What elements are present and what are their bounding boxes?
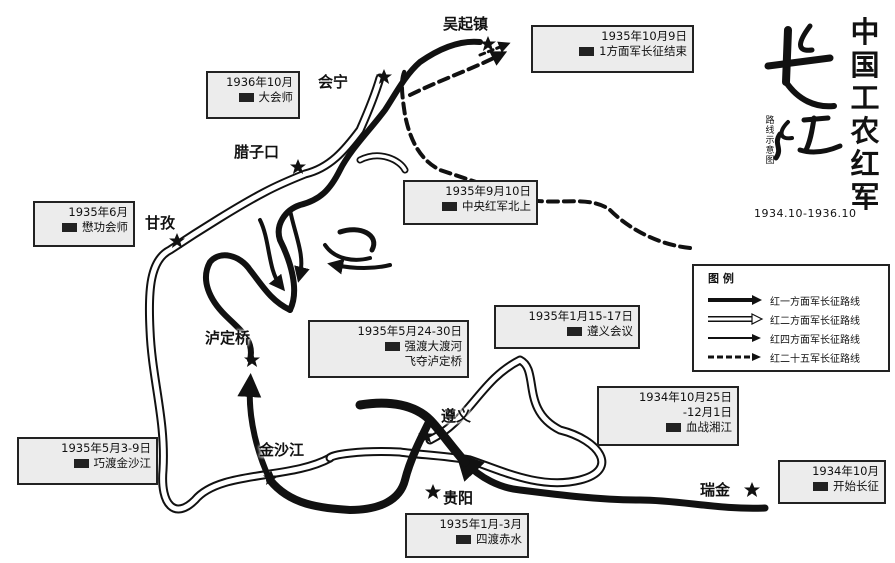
star-luding: [244, 352, 260, 367]
place-ganzi: 甘孜: [145, 214, 176, 232]
event-date: 1935年1月-3月: [439, 517, 522, 531]
star-ruijin: [744, 482, 760, 497]
event-text: 开始长征: [833, 479, 879, 493]
subtitle-char: 示: [765, 136, 775, 146]
map-title: 中 国 工 农 红 军: [842, 16, 888, 214]
legend-label: 红一方面军长征路线: [770, 297, 860, 308]
event-date: 1935年9月10日: [445, 184, 531, 198]
calligraphy-changzheng-logo: [764, 23, 843, 161]
title-char: 军: [850, 180, 880, 214]
event-box-ruijin: 1934年10月 开始长征: [778, 460, 886, 504]
legend-label: 红二十五军长征路线: [770, 354, 860, 365]
place-lazikou: 腊子口: [234, 143, 280, 161]
legend-label: 红二方面军长征路线: [770, 316, 860, 327]
star-ganzi: [169, 233, 185, 248]
event-text-2: 飞夺泸定桥: [404, 354, 463, 368]
subtitle-char: 线: [765, 126, 775, 136]
subtitle-char: 路: [765, 116, 775, 126]
legend-item-25th-army: 红二十五军长征路线: [706, 349, 886, 365]
star-huining: [376, 69, 392, 84]
event-date: 1936年10月: [226, 75, 293, 89]
route-25th-army: [400, 51, 692, 250]
event-date: 1935年6月: [68, 205, 128, 219]
event-text: 强渡大渡河: [404, 339, 463, 353]
flag-icon: [666, 423, 681, 432]
flag-icon: [73, 459, 89, 468]
event-box-ganzi: 1935年6月 懋功会师: [33, 201, 135, 247]
event-date: 1934年10月: [812, 464, 879, 478]
event-text: 懋功会师: [82, 220, 128, 234]
event-text: 中央红军北上: [462, 199, 531, 213]
legend-item-second-front: 红二方面军长征路线: [706, 311, 886, 327]
flag-icon: [384, 342, 400, 351]
route-fourth-front-army: [258, 208, 392, 292]
event-box-luding: 1935年5月24-30日 强渡大渡河 飞夺泸定桥: [308, 320, 469, 378]
flag-icon: [442, 202, 457, 211]
star-wuqi: [480, 36, 496, 51]
place-zunyi: 遵义: [441, 407, 472, 425]
event-text: 1方面军长征结束: [599, 44, 687, 58]
star-jinsha: [263, 470, 279, 485]
legend-title: 图 例: [708, 272, 734, 285]
event-box-beishang: 1935年9月10日 中央红军北上: [403, 180, 538, 225]
legend-item-fourth-front: 红四方面军长征路线: [706, 330, 886, 346]
place-jinsha: 金沙江: [259, 441, 305, 459]
event-date: 1935年10月9日: [601, 29, 687, 43]
flag-icon: [567, 327, 582, 336]
event-text: 巧渡金沙江: [93, 456, 152, 470]
title-char: 农: [850, 114, 880, 148]
event-box-wuqi: 1935年10月9日 1方面军长征结束: [531, 25, 694, 73]
event-box-huining: 1936年10月 大会师: [206, 71, 300, 119]
subtitle-char: 图: [765, 156, 775, 166]
event-box-jinsha: 1935年5月3-9日 巧渡金沙江: [17, 437, 158, 485]
subtitle-char: 意: [765, 146, 775, 156]
star-guiyang: [425, 484, 441, 499]
legend-line-outlined-white-icon: [708, 313, 764, 325]
event-text: 大会师: [258, 90, 294, 104]
event-date: 1934年10月25日: [638, 390, 732, 404]
event-date: 1935年1月15-17日: [528, 309, 634, 323]
event-text: 遵义会议: [587, 324, 633, 338]
title-char: 红: [850, 147, 880, 181]
location-stars: [169, 36, 760, 499]
place-wuqi: 吴起镇: [443, 15, 489, 33]
event-box-zunyi: 1935年1月15-17日 遵义会议: [494, 305, 640, 349]
title-char: 中: [850, 15, 880, 49]
flag-icon: [62, 223, 77, 232]
title-char: 工: [850, 81, 880, 115]
place-luding: 泸定桥: [205, 329, 251, 347]
event-text: -12月1日: [682, 405, 732, 419]
flag-icon: [813, 482, 828, 491]
event-box-xiangjiang: 1934年10月25日 -12月1日 血战湘江: [597, 386, 739, 446]
event-date: 1935年5月3-9日: [61, 441, 151, 455]
flag-icon: [579, 47, 595, 56]
map-subtitle: 路 线 示 意 图: [764, 116, 776, 166]
legend-line-dashed-icon: [708, 353, 761, 361]
flag-icon: [238, 93, 254, 102]
place-ruijin: 瑞金: [700, 481, 731, 499]
event-date: 1935年5月24-30日: [357, 324, 463, 338]
map-legend: 图 例 红一方面军长征路线 红二方面军长征路线 红四方面军长征路线: [692, 264, 890, 372]
event-text-2: 血战湘江: [686, 420, 732, 434]
place-huining: 会宁: [318, 73, 349, 91]
map-period: 1934.10-1936.10: [754, 207, 857, 220]
event-box-chishui: 1935年1月-3月 四渡赤水: [405, 513, 529, 558]
flag-icon: [456, 535, 471, 544]
place-guiyang: 贵阳: [443, 489, 474, 507]
legend-line-thin-black-icon: [708, 334, 761, 342]
legend-item-first-front: 红一方面军长征路线: [706, 292, 886, 308]
star-lazikou: [290, 159, 306, 174]
title-char: 国: [850, 48, 880, 82]
route-second-front-army: [144, 73, 607, 514]
star-zunyi: [418, 428, 434, 443]
legend-label: 红四方面军长征路线: [770, 335, 860, 346]
legend-line-solid-black-icon: [708, 295, 762, 305]
event-text: 四渡赤水: [476, 532, 522, 546]
